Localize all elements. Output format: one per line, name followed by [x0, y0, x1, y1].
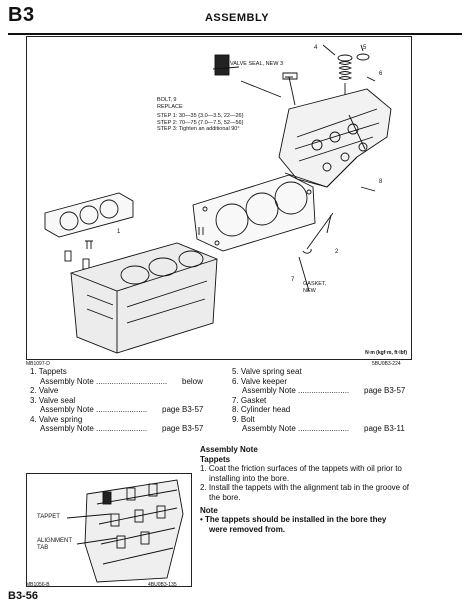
parts-item: 5. Valve spring seat [232, 367, 302, 376]
parts-item: Assembly Note .......................pag… [242, 386, 406, 395]
figure-code-left: MB1097-D [26, 361, 50, 367]
callout-8: 8 [379, 179, 383, 185]
callout-5: 5 [363, 45, 367, 51]
head-gasket-drawing [192, 174, 316, 252]
tappet-label: TAPPET [37, 514, 60, 520]
left-gasket-drawing [44, 192, 134, 238]
section-title: ASSEMBLY [204, 12, 270, 24]
note-bullet-cont: were removed from. [209, 524, 286, 534]
note-step-2: 2. Install the tappets with the alignmen… [200, 483, 410, 493]
parts-item: Assembly Note .......................pag… [40, 424, 204, 433]
engine-block-drawing [70, 242, 218, 354]
tappet-figure: TAPPET ALIGNMENT TAB [26, 473, 192, 587]
note-bullet: • The tappets should be installed in the… [200, 515, 387, 525]
note-step-2-cont: the bore. [209, 492, 241, 502]
note-label: Note [200, 505, 218, 515]
callout-7: 7 [291, 277, 295, 283]
parts-item: Assembly Note ..........................… [40, 376, 203, 386]
small-figure-code-right: 4BU0B3-135 [148, 582, 177, 588]
parts-item: 9. Bolt [232, 414, 255, 424]
parts-item: 7. Gasket [232, 395, 267, 405]
cylinder-head-drawing [278, 88, 392, 188]
note-step-1: 1. Coat the friction surfaces of the tap… [200, 464, 402, 474]
valve-seal-label: VALVE SEAL, NEW 3 [230, 61, 283, 67]
header-rule [8, 33, 462, 35]
callout-4: 4 [314, 45, 318, 51]
assembly-note: Assembly Note Tappets 1. Coat the fricti… [200, 445, 470, 534]
torque-unit-label: N·m (kgf·m, ft·lbf) [365, 350, 407, 356]
alignment-tab-label: ALIGNMENT TAB [37, 538, 73, 551]
parts-item: 1. Tappets [30, 367, 67, 376]
gasket-label: GASKET, NEW [303, 281, 327, 294]
parts-item: Assembly Note .......................pag… [40, 405, 204, 414]
assembly-note-subheading: Tappets [200, 454, 231, 464]
callout-6: 6 [379, 71, 383, 77]
parts-item: 4. Valve spring [30, 414, 83, 424]
valve-spring-drawing [337, 53, 370, 95]
parts-item: 3. Valve seal [30, 395, 76, 405]
parts-item: 8. Cylinder head [232, 405, 291, 414]
parts-item: 2. Valve [30, 386, 59, 395]
parts-list-left: 1. Tappets Assembly Note ...............… [30, 367, 210, 434]
callout-1: 1 [117, 229, 121, 235]
figure-code-right: 5BU0B3-224 [372, 361, 401, 367]
torque-steps: STEP 1: 30—35 {3.0—3.5, 22—26} STEP 2: 7… [157, 113, 244, 132]
tappet-drawing [66, 479, 184, 583]
parts-item: Assembly Note .......................pag… [242, 424, 405, 433]
section-code: B3 [8, 4, 35, 26]
page-number: B3-56 [8, 590, 38, 602]
callout-2: 2 [335, 249, 339, 255]
exploded-view-figure: 4 5 6 8 2 1 7 VALVE SEAL, NEW 3 BOLT, 9 … [26, 36, 412, 360]
bolt-label: BOLT, 9 REPLACE [157, 97, 183, 110]
small-figure-code-left: MB1056-B [26, 582, 50, 588]
note-step-1-cont: installing into the bore. [209, 473, 290, 483]
assembly-note-heading: Assembly Note [200, 445, 258, 454]
parts-item: 6. Valve keeper [232, 376, 287, 386]
parts-list-right: 5. Valve spring seat 6. Valve keeper Ass… [232, 367, 412, 434]
exploded-view-drawing [44, 44, 392, 354]
